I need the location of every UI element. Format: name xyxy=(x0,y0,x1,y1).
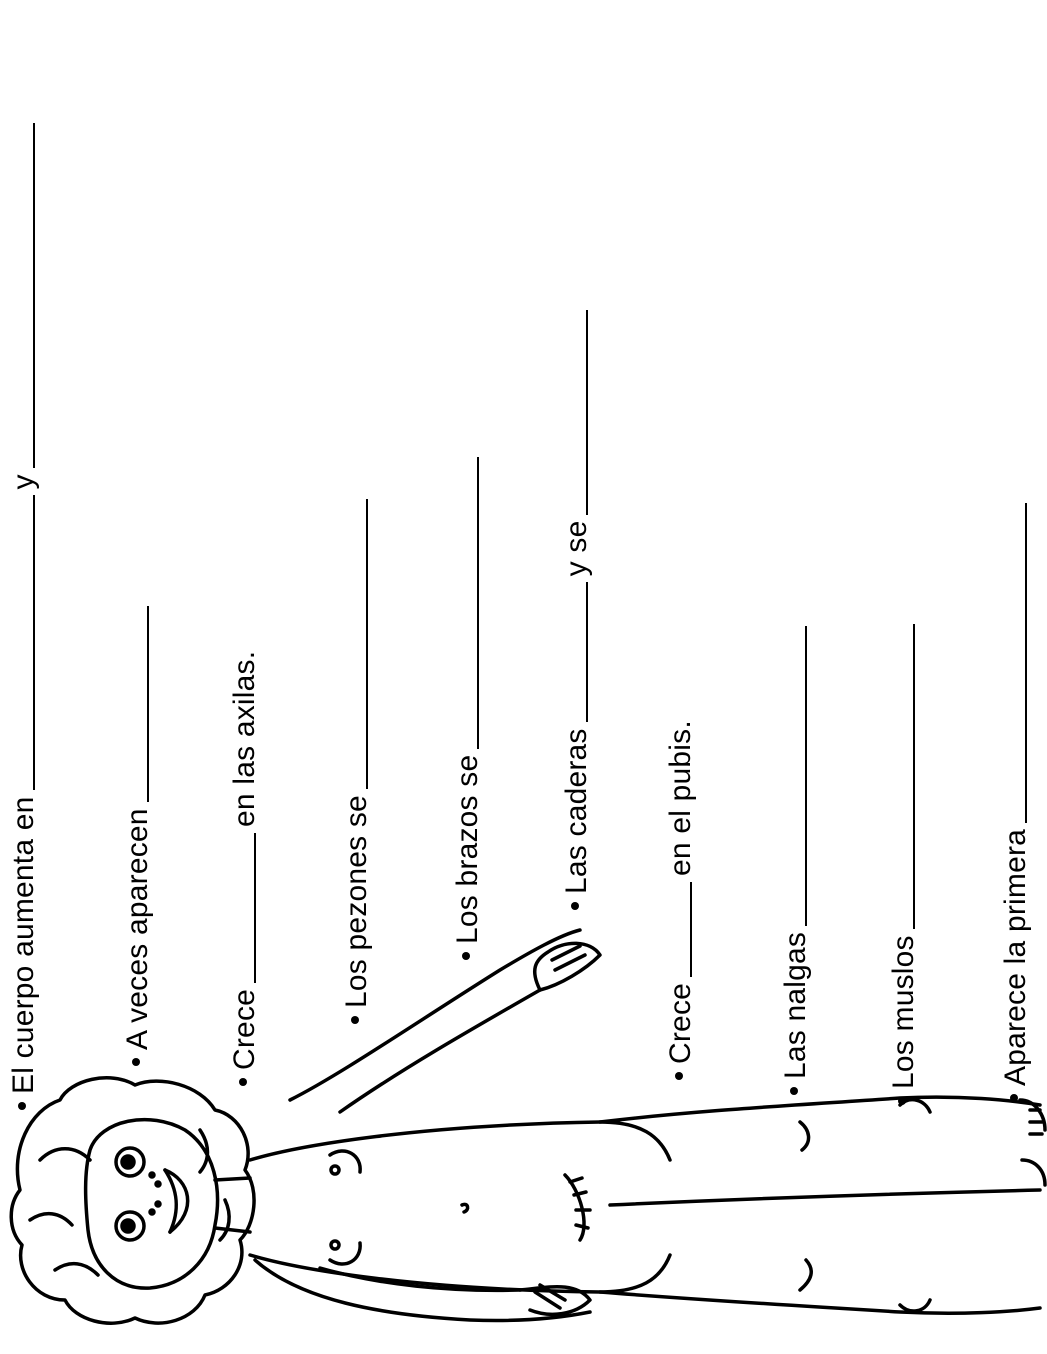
line-6-text-b: y se xyxy=(557,521,597,577)
answer-blank[interactable] xyxy=(586,582,588,722)
leg-upper-icon xyxy=(600,1097,1040,1122)
answer-blank[interactable] xyxy=(147,606,149,802)
leg-lower-icon xyxy=(600,1292,1040,1313)
answer-blank[interactable] xyxy=(586,310,588,515)
worksheet-line-6: Las caderasy se xyxy=(557,304,597,910)
answer-blank[interactable] xyxy=(33,123,35,468)
girl-figure-icon xyxy=(0,860,1047,1354)
line-3-text-b: en las axilas. xyxy=(225,651,265,827)
line-1-text-b: y xyxy=(4,474,44,489)
face-icon xyxy=(86,1120,218,1289)
line-7-text-b: en el pubis. xyxy=(661,720,701,876)
answer-blank[interactable] xyxy=(366,499,368,789)
answer-blank[interactable] xyxy=(33,495,35,790)
torso-icon xyxy=(250,1122,670,1160)
arm-upper-icon xyxy=(290,930,580,1100)
answer-blank[interactable] xyxy=(477,457,479,749)
answer-blank[interactable] xyxy=(1025,503,1027,823)
